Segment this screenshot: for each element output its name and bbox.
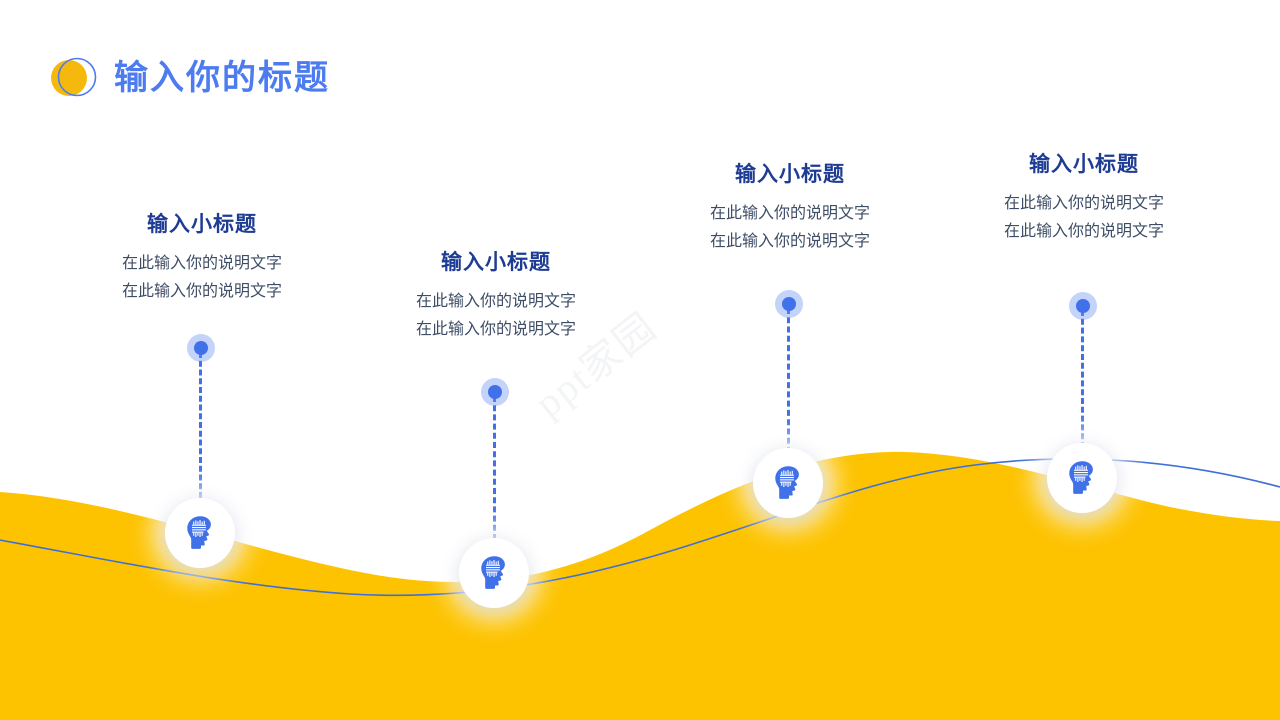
column-4-body: 在此输入你的说明文字 在此输入你的说明文字	[954, 190, 1214, 246]
column-3-dot-marker	[775, 290, 803, 318]
column-1-body-line-1: 在此输入你的说明文字	[121, 255, 282, 273]
column-3-body-line-1: 在此输入你的说明文字	[709, 205, 870, 223]
column-1-text: 输入小标题 在此输入你的说明文字 在此输入你的说明文字	[72, 212, 332, 306]
column-3-dot-core	[782, 297, 796, 311]
column-3-body-line-2: 在此输入你的说明文字	[709, 233, 870, 251]
column-2-dot-core	[488, 385, 502, 399]
column-1-body: 在此输入你的说明文字 在此输入你的说明文字	[72, 250, 332, 306]
column-1-dot-core	[194, 341, 208, 355]
column-2-heading: 输入小标题	[441, 250, 551, 274]
brain-head-icon	[775, 466, 799, 499]
column-4-body-line-2: 在此输入你的说明文字	[1003, 223, 1164, 241]
column-2-body-line-2: 在此输入你的说明文字	[415, 321, 576, 339]
column-4-connector-line	[1081, 310, 1084, 448]
column-1-dot-marker	[187, 334, 215, 362]
column-2-connector-line	[493, 396, 496, 540]
column-2-text: 输入小标题 在此输入你的说明文字 在此输入你的说明文字	[366, 250, 626, 344]
column-3-body: 在此输入你的说明文字 在此输入你的说明文字	[660, 200, 920, 256]
column-3-connector-line	[787, 308, 790, 453]
column-2-body: 在此输入你的说明文字 在此输入你的说明文字	[366, 288, 626, 344]
column-3-icon-circle[interactable]	[753, 448, 823, 518]
column-4-dot-marker	[1069, 292, 1097, 320]
page-title-text: 输入你的标题	[114, 58, 330, 98]
column-2-icon-circle[interactable]	[459, 538, 529, 608]
column-4-heading: 输入小标题	[1029, 152, 1139, 176]
column-4-text: 输入小标题 在此输入你的说明文字 在此输入你的说明文字	[954, 152, 1214, 246]
column-3-heading: 输入小标题	[735, 162, 845, 186]
column-1-connector-line	[199, 352, 202, 498]
yellow-wave-shape	[0, 451, 1280, 720]
column-4-body-line-1: 在此输入你的说明文字	[1003, 195, 1164, 213]
page-title: 输入你的标题	[44, 50, 330, 106]
column-4-dot-core	[1076, 299, 1090, 313]
two-overlapping-circles-icon	[44, 55, 106, 101]
brain-head-icon	[1069, 461, 1093, 494]
column-1-body-line-2: 在此输入你的说明文字	[121, 283, 282, 301]
column-2-dot-marker	[481, 378, 509, 406]
column-2-body-line-1: 在此输入你的说明文字	[415, 293, 576, 311]
column-4-icon-circle[interactable]	[1047, 443, 1117, 513]
brain-head-icon	[187, 516, 211, 549]
brain-head-icon	[481, 556, 505, 589]
column-1-icon-circle[interactable]	[165, 498, 235, 568]
column-1-heading: 输入小标题	[147, 212, 257, 236]
column-3-text: 输入小标题 在此输入你的说明文字 在此输入你的说明文字	[660, 162, 920, 256]
